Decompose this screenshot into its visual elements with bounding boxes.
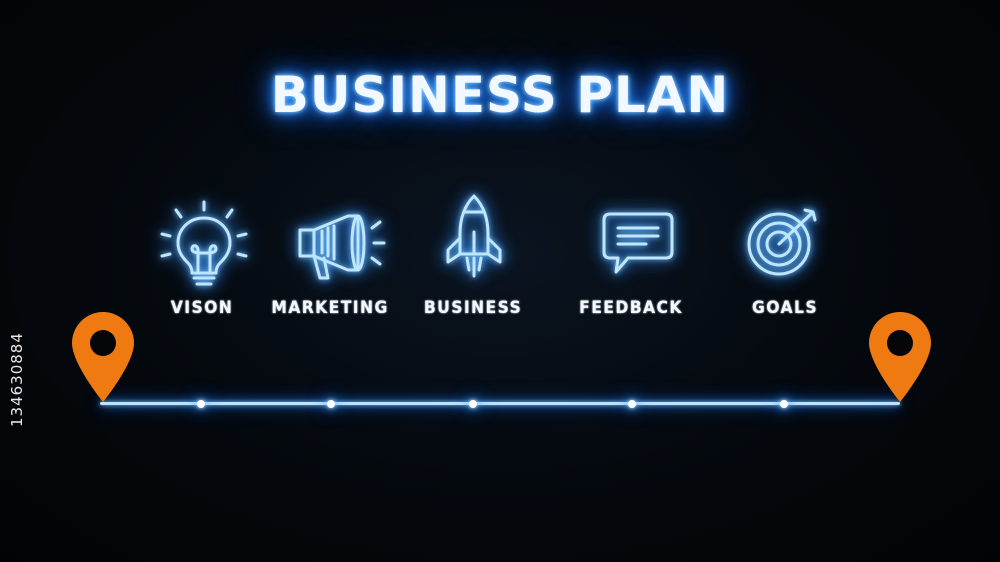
- timeline-dot: [628, 400, 636, 408]
- step-label-feedback: FEEDBACK: [579, 298, 683, 318]
- timeline-dot: [469, 400, 477, 408]
- megaphone-icon: [298, 214, 386, 280]
- step-label-vison: VISON: [170, 298, 234, 318]
- step-label-business: BUSINESS: [423, 298, 523, 318]
- chat-bubble-icon: [602, 212, 674, 274]
- step-label-goals: GOALS: [752, 298, 818, 318]
- timeline-dot: [197, 400, 205, 408]
- timeline-line: [100, 402, 900, 405]
- step-label-marketing: MARKETING: [271, 298, 389, 318]
- location-pin-icon: [72, 312, 134, 402]
- target-icon: [747, 208, 817, 276]
- page-title: BUSINESS PLAN: [270, 66, 730, 124]
- timeline-dot: [327, 400, 335, 408]
- timeline-dot: [780, 400, 788, 408]
- rocket-icon: [446, 194, 502, 278]
- lightbulb-icon: [160, 200, 248, 286]
- location-pin-icon: [869, 312, 931, 402]
- stock-id-watermark: 134630884: [8, 332, 26, 428]
